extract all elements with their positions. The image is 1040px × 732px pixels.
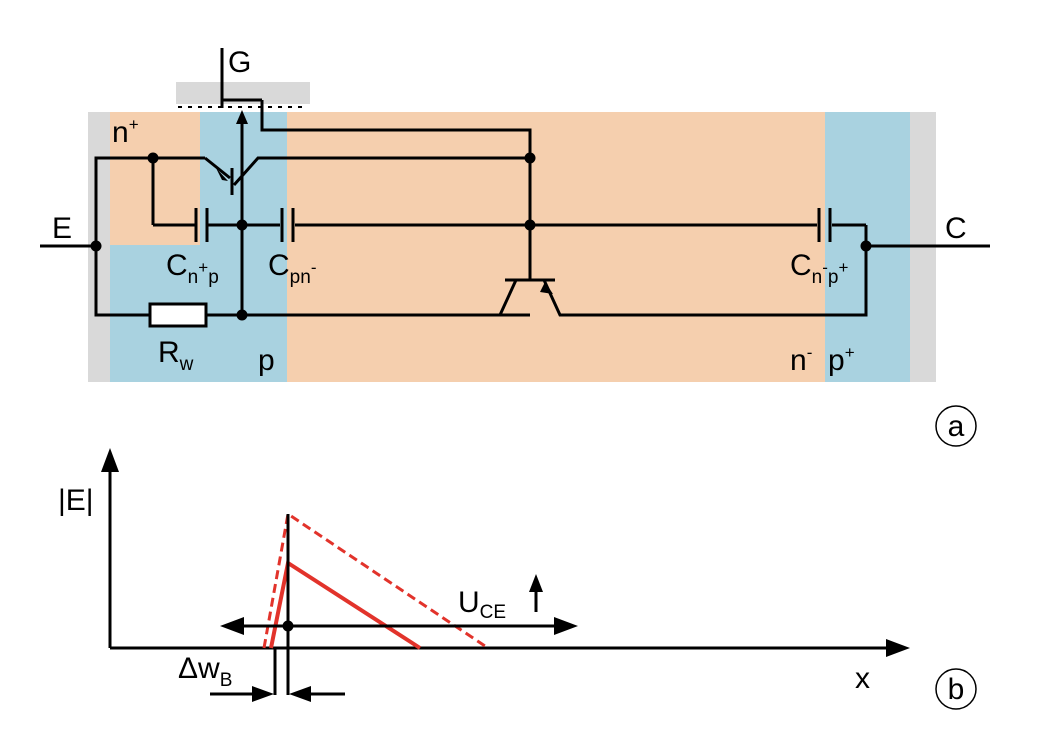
svg-text:a: a: [948, 410, 965, 443]
cap-n-minus-p-plus-label: Cn-p+: [790, 249, 849, 288]
panel-a-marker: a: [935, 405, 977, 447]
npn-arrow: [216, 168, 228, 181]
region-p-label: p: [258, 344, 275, 377]
capacitor-plates: [194, 208, 832, 242]
field-solid: [269, 559, 422, 650]
device-cross-section: [88, 82, 936, 382]
x-axis-arrow: [886, 639, 910, 657]
x-axis-label: x: [855, 662, 870, 695]
pnp-arrow: [540, 282, 553, 294]
transistor-arrows: [216, 110, 553, 294]
junction-dots: [90, 152, 872, 321]
field-dashed: [262, 511, 489, 650]
u-ce-label: UCE: [458, 586, 506, 623]
panel-b-marker: b: [935, 668, 977, 710]
resistor-rw: [148, 302, 208, 328]
svg-text:b: b: [948, 673, 965, 706]
terminal-g-label: G: [228, 46, 251, 79]
gate-electrode: [176, 82, 310, 104]
y-axis-arrow: [101, 448, 119, 472]
region-pplus-label: p+: [828, 343, 855, 377]
n-plus-region: [110, 112, 200, 245]
terminal-e-label: E: [52, 212, 72, 245]
y-axis-label: |E|: [58, 484, 94, 517]
cap-n-plus-p-label: Cn+p: [166, 249, 219, 288]
delta-wb-label: ΔwB: [178, 652, 232, 691]
cap-pn-minus-label: Cpn-: [268, 249, 316, 288]
circuit-wiring: [40, 48, 990, 317]
resistor-rw-label: Rw: [158, 336, 194, 375]
region-nplus-label: n+: [112, 115, 139, 149]
terminal-c-label: C: [945, 212, 967, 245]
region-nminus-label: n-: [790, 343, 812, 377]
field-plot: [101, 448, 910, 702]
mosfet-arrow: [236, 110, 248, 124]
